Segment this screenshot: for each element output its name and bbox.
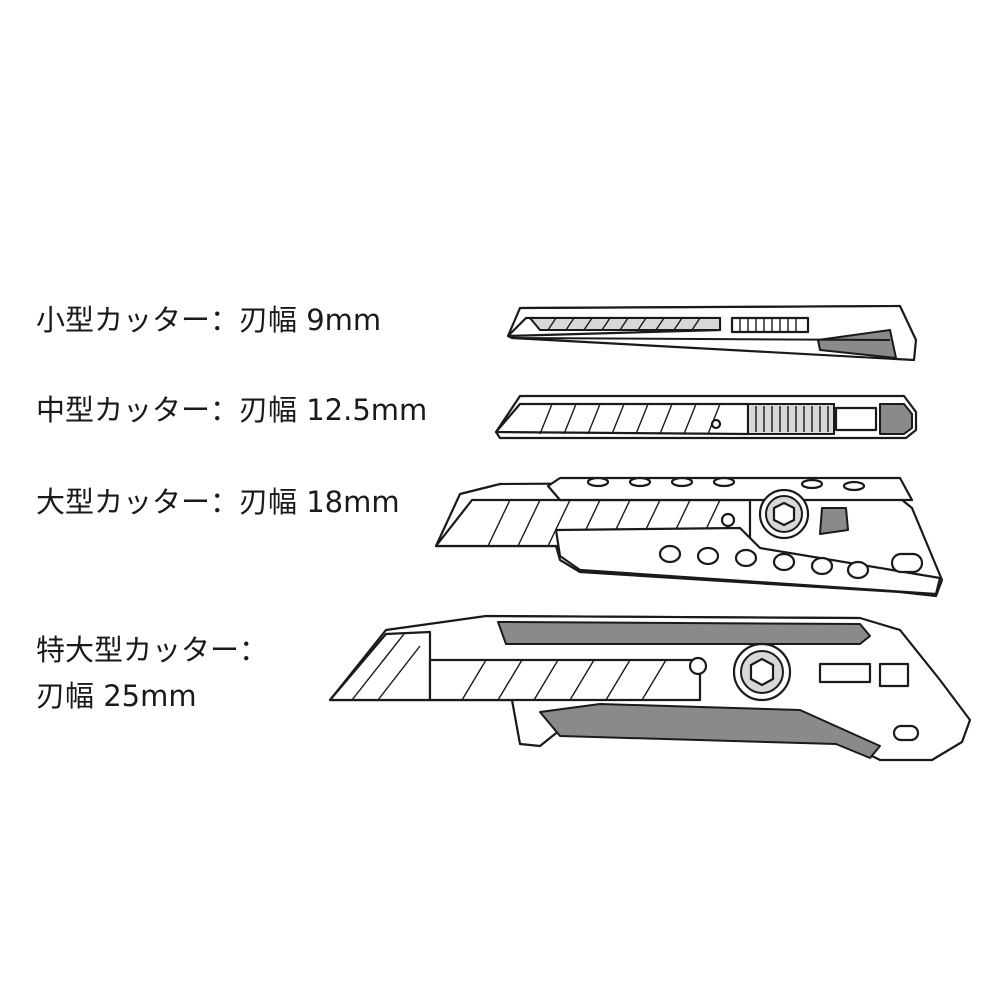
medium-cutter-label: 中型カッター：刃幅 12.5mm: [36, 393, 428, 427]
small-cutter-label: 小型カッター：刃幅 9mm: [36, 303, 382, 337]
medium-cutter-icon: [494, 394, 918, 440]
xl-cutter-label-line1: 特大型カッター：: [36, 633, 269, 667]
xl-cutter-label-line2: 刃幅 25mm: [36, 679, 197, 713]
large-cutter-icon: [434, 476, 944, 598]
xl-cutter-icon: [328, 614, 972, 762]
small-cutter-icon: [506, 304, 918, 362]
large-cutter-label: 大型カッター：刃幅 18mm: [36, 485, 400, 519]
